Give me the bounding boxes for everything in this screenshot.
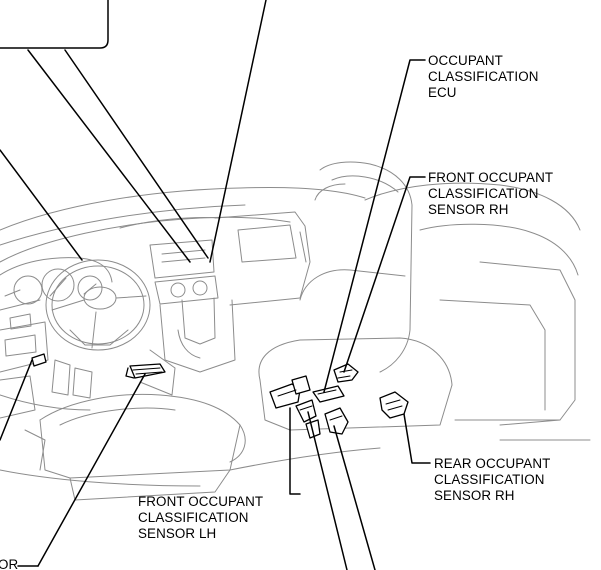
interior-line-art	[0, 161, 591, 501]
leader-ecu	[323, 59, 426, 393]
leader-bottom-a	[307, 411, 348, 570]
front-occupant-sensor-rh-part	[333, 363, 359, 383]
label-rear-occupant-sensor-rh: REAR OCCUPANT CLASSIFICATION SENSOR RH	[434, 456, 551, 503]
leader-lines	[0, 0, 431, 570]
leader-rear-rh	[403, 413, 431, 464]
callout-box	[0, 0, 109, 49]
leader-left-upper	[0, 149, 83, 261]
leader-left-lower	[0, 359, 33, 441]
label-partial-left: OR	[0, 557, 19, 570]
left-part	[31, 353, 47, 367]
leader-front-rh	[343, 176, 426, 373]
label-front-occupant-sensor-rh: FRONT OCCUPANT CLASSIFICATION SENSOR RH	[428, 170, 554, 217]
label-front-occupant-sensor-lh: FRONT OCCUPANT CLASSIFICATION SENSOR LH	[138, 494, 264, 541]
leader-bottom-b	[333, 425, 376, 570]
occupant-classification-ecu-part	[312, 385, 345, 403]
leader-callout-right	[64, 49, 209, 259]
label-occupant-classification-ecu: OCCUPANT CLASSIFICATION ECU	[428, 53, 539, 100]
seat-rail-sensor-parts	[269, 375, 349, 439]
leader-top	[209, 0, 267, 263]
leader-callout-left	[27, 49, 191, 263]
leader-front-lh-b	[37, 373, 146, 567]
leader-front-lh-a	[289, 407, 301, 495]
sensor-components	[31, 353, 409, 439]
front-occupant-sensor-lh-part	[125, 363, 166, 379]
